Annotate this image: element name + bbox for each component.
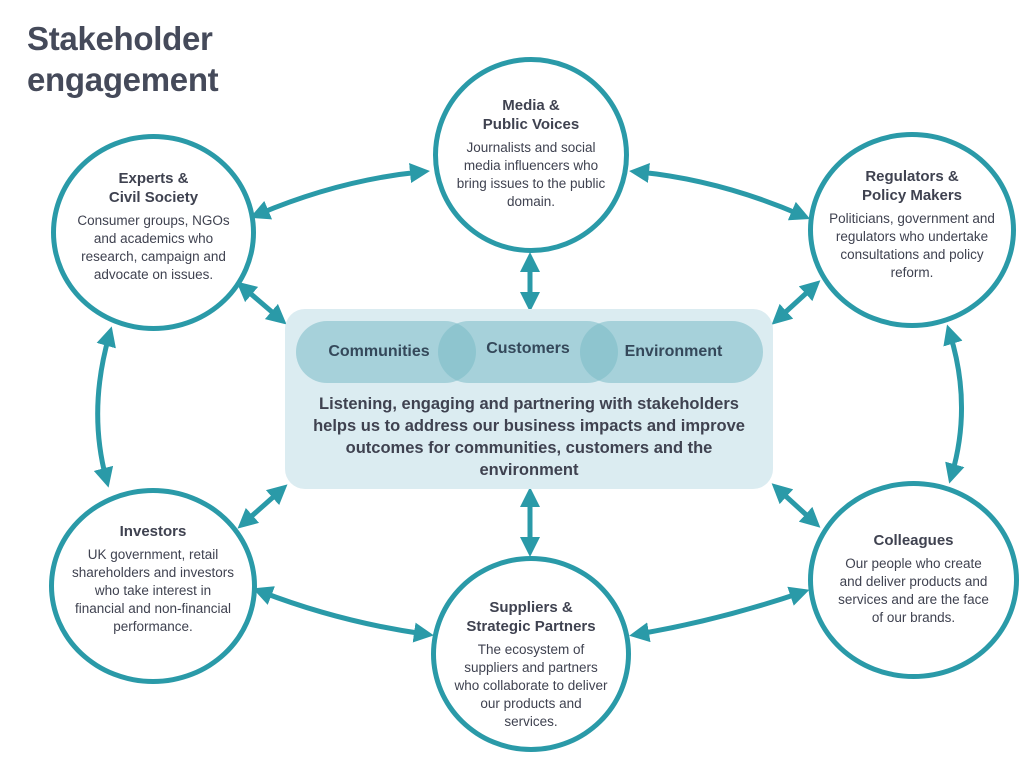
stakeholder-name: Suppliers & Strategic Partners bbox=[456, 598, 606, 636]
stakeholder-name: Investors bbox=[119, 523, 187, 540]
pill-label: Environment bbox=[624, 343, 723, 360]
stakeholder-name-line-2: Public Voices bbox=[482, 116, 580, 133]
stakeholder-name-line-2: Strategic Partners bbox=[466, 618, 596, 635]
arrow-media-regulators bbox=[629, 163, 811, 221]
stakeholder-regulators-policy-makers: Regulators & Policy Makers Politicians, … bbox=[808, 132, 1016, 328]
stakeholder-description: Politicians, government and regulators w… bbox=[829, 211, 995, 280]
stakeholder-description: Journalists and social media influencers… bbox=[456, 140, 606, 209]
arrow-regulators-hub bbox=[771, 280, 821, 325]
stakeholder-name-line-1: Regulators & bbox=[865, 168, 959, 185]
arrow-experts-media bbox=[249, 163, 430, 220]
arrow-suppliers-colleagues bbox=[629, 586, 810, 643]
pill-label: Communities bbox=[328, 343, 430, 360]
stakeholder-description: The ecosystem of suppliers and partners … bbox=[454, 642, 608, 729]
stakeholder-description: Consumer groups, NGOs and academics who … bbox=[77, 213, 230, 282]
stakeholder-description: UK government, retail shareholders and i… bbox=[71, 547, 235, 634]
stakeholder-name: Experts & Civil Society bbox=[79, 169, 229, 207]
stakeholder-media-public-voices: Media & Public Voices Journalists and so… bbox=[433, 57, 629, 253]
pill-label: Customers bbox=[486, 340, 570, 357]
stakeholder-name-line-1: Media & bbox=[502, 97, 560, 114]
arrow-colleagues-hub bbox=[771, 483, 821, 528]
stakeholder-suppliers-strategic-partners: Suppliers & Strategic Partners The ecosy… bbox=[431, 556, 631, 752]
stakeholder-name: Colleagues bbox=[873, 532, 954, 549]
central-hub: Communities Customers Environment Listen… bbox=[285, 309, 773, 489]
stakeholder-name-line-1: Suppliers & bbox=[489, 599, 573, 616]
stakeholder-name-line-2: Civil Society bbox=[108, 189, 199, 206]
arrow-investors-hub bbox=[237, 484, 288, 529]
stakeholder-investors: Investors UK government, retail sharehol… bbox=[49, 488, 257, 684]
arrow-experts-investors bbox=[93, 326, 116, 488]
page-title-line-2: engagement bbox=[27, 61, 219, 98]
stakeholder-colleagues: Colleagues Our people who create and del… bbox=[808, 481, 1019, 679]
stakeholder-name-line-1: Experts & bbox=[118, 170, 189, 187]
page-title: Stakeholder engagement bbox=[27, 18, 219, 100]
stakeholder-experts-civil-society: Experts & Civil Society Consumer groups,… bbox=[51, 134, 256, 331]
stakeholder-description: Our people who create and deliver produc… bbox=[838, 556, 989, 625]
pill-environment: Environment bbox=[580, 321, 763, 383]
stakeholder-name: Media & Public Voices bbox=[456, 96, 606, 134]
arrow-regulators-colleagues bbox=[943, 324, 965, 484]
stakeholder-name-line-2: Policy Makers bbox=[861, 187, 963, 204]
stakeholder-name: Regulators & Policy Makers bbox=[837, 167, 987, 205]
arrow-experts-hub bbox=[236, 281, 287, 325]
arrow-investors-suppliers bbox=[252, 586, 434, 643]
hub-statement: Listening, engaging and partnering with … bbox=[313, 395, 745, 479]
page-title-line-1: Stakeholder bbox=[27, 20, 213, 57]
